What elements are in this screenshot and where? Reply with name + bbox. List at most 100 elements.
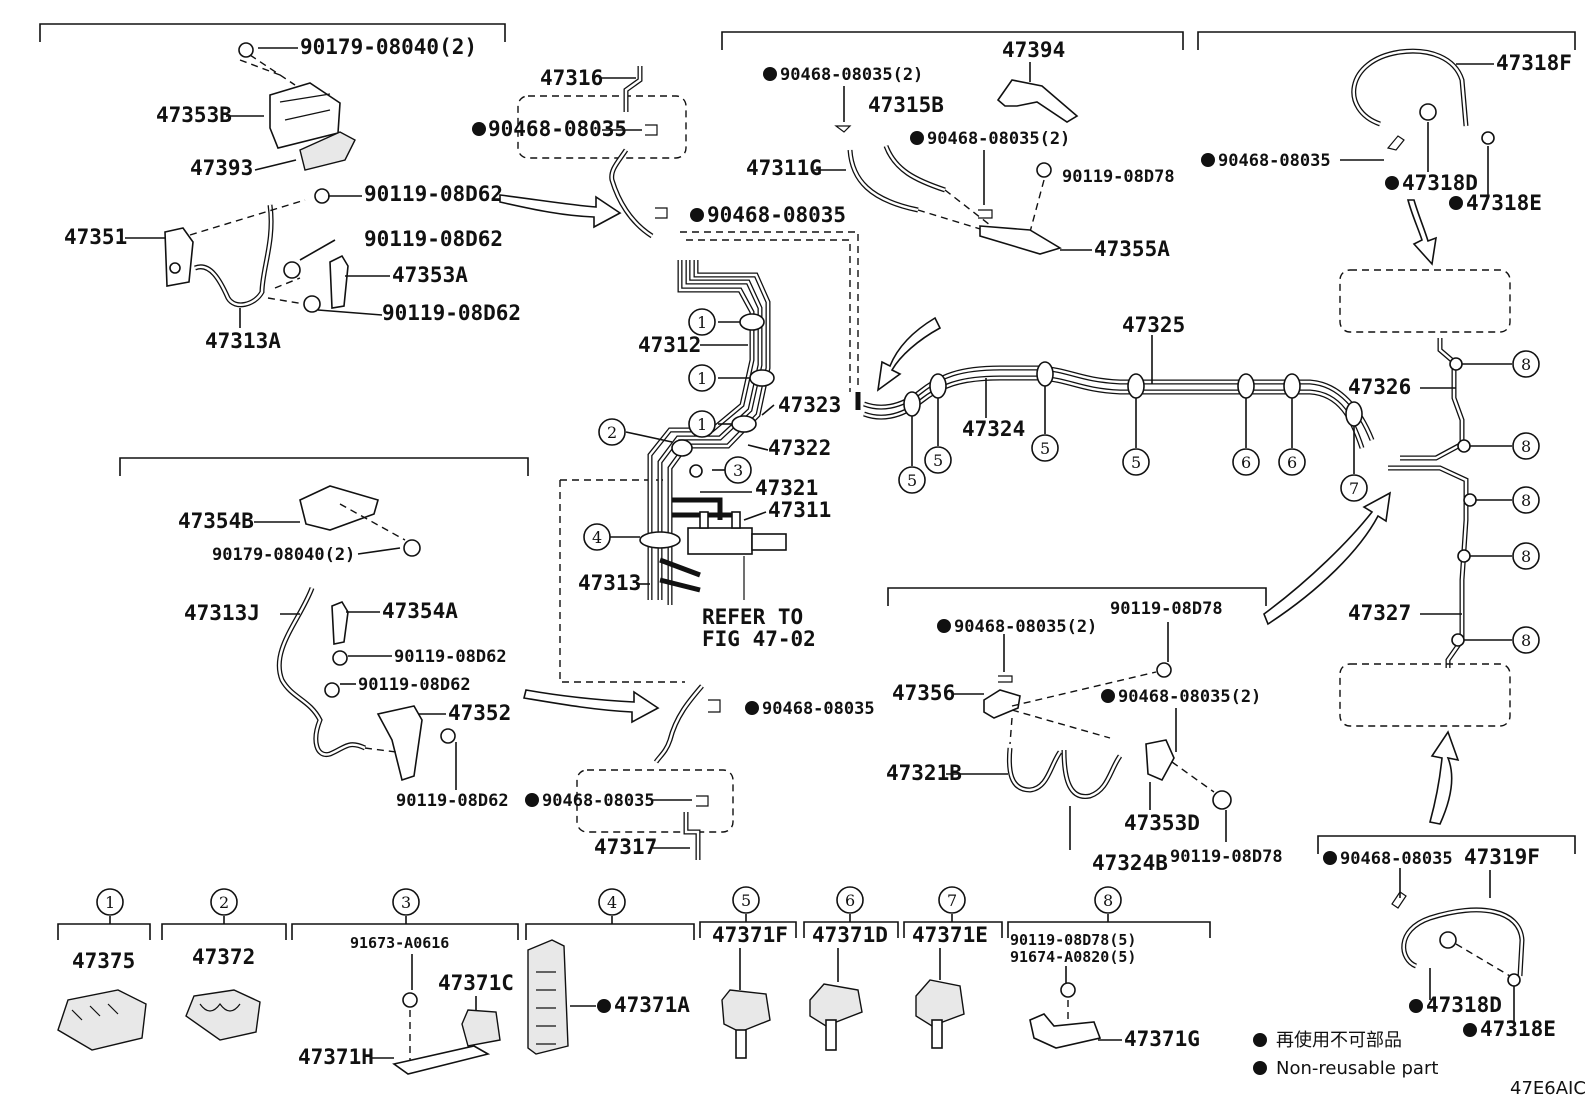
label-91673: 91673-A0616 (350, 934, 449, 952)
non-reusable-icon (1449, 196, 1463, 210)
label-90468-319: 90468-08035 (1340, 849, 1453, 869)
figure-code: 47E6AIC (1510, 1078, 1586, 1099)
bolt-icon (1439, 931, 1457, 949)
bolt-icon (402, 992, 418, 1008)
label-47312: 47312 (638, 333, 701, 357)
label-47371H: 47371H (298, 1045, 374, 1069)
label-90119-d78c: 90119-08D78 (1170, 847, 1283, 867)
label-90119-c: 90119-08D62 (382, 301, 521, 325)
svg-text:8: 8 (1521, 631, 1531, 650)
bolt-icon (1060, 982, 1076, 998)
bracket-47354A[interactable] (331, 601, 349, 645)
hose-47313J[interactable] (276, 587, 367, 757)
bracket-47394[interactable] (996, 79, 1079, 123)
clamp-47371H[interactable] (392, 1045, 491, 1075)
clamp-47371E[interactable] (915, 979, 965, 1027)
arrow-icon (1406, 199, 1437, 266)
legend-en: Non-reusable part (1276, 1058, 1438, 1079)
clamp-47371F[interactable] (721, 989, 771, 1033)
clamp-47371C[interactable] (461, 1009, 501, 1047)
bracket-47356[interactable] (983, 689, 1021, 719)
svg-text:7: 7 (947, 891, 957, 910)
clamp-47371D[interactable] (809, 983, 863, 1027)
clamp-callouts-rear: 8 8 8 8 8 (1512, 350, 1540, 654)
svg-text:3: 3 (733, 461, 743, 480)
label-90119-d78b: 90119-08D78 (1110, 599, 1223, 619)
clamp-47371A[interactable] (527, 939, 569, 1055)
bolt-icon (314, 188, 330, 204)
bracket-47354B[interactable] (299, 485, 379, 531)
label-47323: 47323 (778, 393, 841, 417)
label-47394: 47394 (1002, 38, 1065, 62)
label-47313: 47313 (578, 571, 641, 595)
label-47315B: 47315B (868, 93, 944, 117)
label-47324B: 47324B (1092, 851, 1168, 875)
label-90468-mid: 90468-08035 (707, 203, 846, 227)
group-rear-hose-47311G: 90468-08035(2) 47394 47315B 90468-08035(… (721, 31, 1184, 261)
non-reusable-icon (597, 999, 611, 1013)
label-47371A: 47371A (614, 993, 690, 1017)
bolt-icon (1419, 103, 1437, 121)
tube-47317[interactable] (653, 684, 704, 764)
bracket-47353D[interactable] (1145, 739, 1175, 782)
flex-hose-47313A[interactable] (194, 204, 274, 308)
group-rear-hose-47318F: 47318F 90468-08035 47318D 47318E (1197, 31, 1576, 333)
group-front-left-hose: 90179-08040(2) 47353B 47393 47351 90119-… (39, 23, 521, 353)
clamp-47371G[interactable] (1029, 1013, 1102, 1049)
nut-icon (1507, 973, 1521, 987)
svg-text:8: 8 (1521, 355, 1531, 374)
label-47354A: 47354A (382, 599, 458, 623)
label-47327: 47327 (1348, 601, 1411, 625)
group-rear-hose-47321B: 90468-08035(2) 90119-08D78 47356 90468-0… (886, 587, 1283, 875)
group-master-cylinder-tubes: 47312 47323 47322 47321 47311 47313 REFE… (559, 231, 859, 683)
non-reusable-icon (1463, 1023, 1477, 1037)
arrow-icon (499, 194, 622, 229)
label-90119-e: 90119-08D62 (394, 647, 507, 667)
svg-text:8: 8 (1103, 891, 1113, 910)
label-47318D: 47318D (1402, 171, 1478, 195)
svg-text:2: 2 (607, 423, 617, 442)
label-90468-356: 90468-08035(2) (954, 617, 1097, 637)
group-front-right-hose: 47354B 90179-08040(2) 47313J 47354A 9011… (119, 457, 529, 811)
bolt-icon (324, 682, 340, 698)
svg-text:1: 1 (697, 369, 707, 388)
non-reusable-icon (1101, 689, 1115, 703)
label-90119-d78: 90119-08D78 (1062, 167, 1175, 187)
bolt-icon (440, 728, 456, 744)
nut-icon (403, 539, 421, 557)
non-reusable-icon (690, 208, 704, 222)
svg-text:5: 5 (1040, 439, 1050, 458)
label-47325: 47325 (1122, 313, 1185, 337)
bracket-47351[interactable] (164, 227, 194, 287)
label-47371G: 47371G (1124, 1027, 1200, 1051)
clamp-47372[interactable] (185, 989, 261, 1041)
svg-text:2: 2 (219, 893, 229, 912)
non-reusable-icon (1409, 999, 1423, 1013)
non-reusable-icon (1201, 153, 1215, 167)
label-47318F: 47318F (1496, 51, 1572, 75)
label-47326: 47326 (1348, 375, 1411, 399)
bracket-47352[interactable] (376, 705, 423, 782)
cover-47393[interactable] (299, 131, 356, 171)
nut-icon (238, 42, 254, 58)
label-90468-394: 90468-08035(2) (780, 65, 923, 85)
clamp-47375[interactable] (57, 989, 147, 1051)
hose-47315B[interactable] (883, 145, 946, 193)
bracket-47353A[interactable] (329, 254, 349, 309)
svg-text:6: 6 (1241, 453, 1251, 472)
bolt-icon (1212, 790, 1232, 810)
bolt-icon (303, 295, 321, 313)
label-47318D-b: 47318D (1426, 993, 1502, 1017)
label-47371F: 47371F (712, 923, 788, 947)
label-90119-g: 90119-08D62 (396, 791, 509, 811)
bracket-47355A[interactable] (979, 225, 1062, 255)
non-reusable-icon (1253, 1033, 1267, 1047)
label-90179-low: 90179-08040(2) (212, 545, 355, 565)
master-cylinder-47311[interactable] (687, 527, 753, 555)
svg-text:8: 8 (1521, 437, 1531, 456)
label-47353D: 47353D (1124, 811, 1200, 835)
svg-text:4: 4 (592, 528, 602, 547)
label-fig: FIG 47-02 (702, 627, 816, 651)
hose-47319F[interactable] (1401, 907, 1525, 977)
svg-text:8: 8 (1521, 547, 1531, 566)
